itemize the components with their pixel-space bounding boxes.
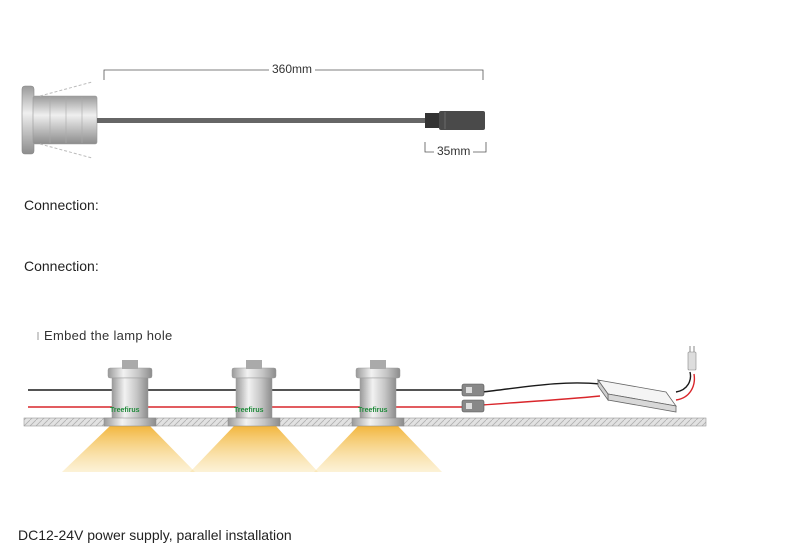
connection-label-2: Connection: (24, 258, 99, 274)
dc-connector (425, 111, 485, 130)
lamp-1 (103, 360, 157, 427)
footer-note: DC12-24V power supply, parallel installa… (18, 527, 292, 543)
connector-length-label: 35mm (434, 144, 474, 158)
lamp-2 (227, 360, 281, 427)
connection-label-1: Connection: (24, 197, 99, 213)
mains-plug (687, 346, 697, 371)
brand-logo-2: Treefirus (234, 407, 264, 414)
power-driver (597, 378, 677, 413)
cable (97, 118, 425, 123)
cable-length-label: 360mm (269, 62, 316, 76)
lamp-side-view (21, 81, 98, 159)
lamp-3 (351, 360, 405, 427)
brand-logo-1: Treefirus (110, 407, 140, 414)
light-beams (62, 426, 442, 472)
install-caption: Embed the lamp hole (44, 328, 173, 343)
terminal-block (461, 383, 485, 413)
brand-logo-3: Treefirus (358, 407, 388, 414)
